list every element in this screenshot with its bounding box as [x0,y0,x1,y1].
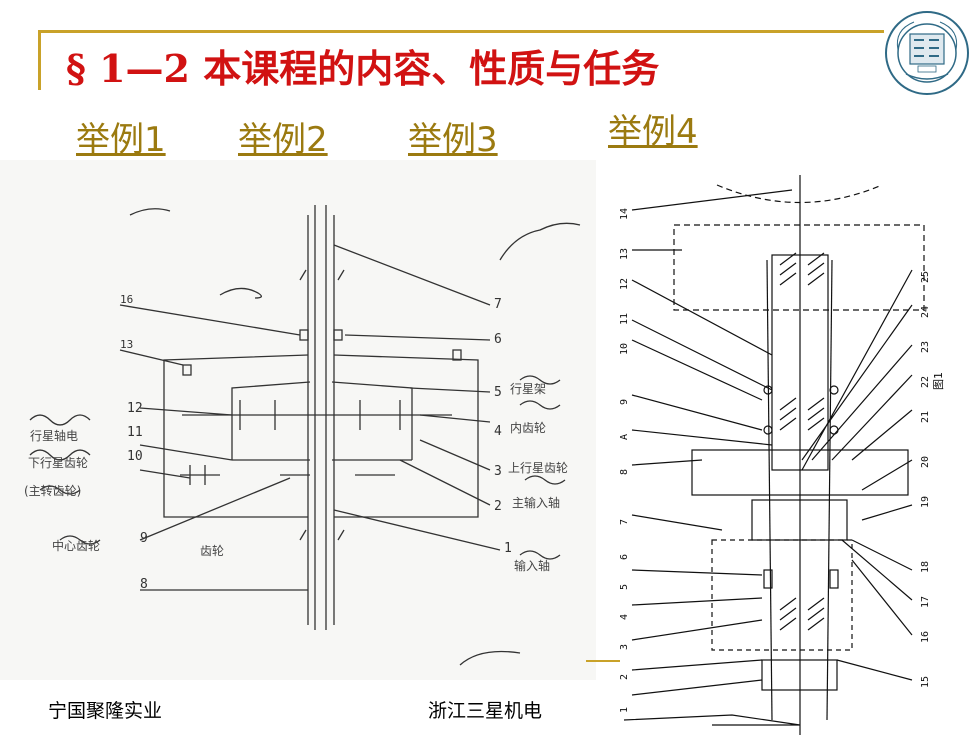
schematic-label-23: 23 [920,341,931,353]
schematic-label-15: 15 [920,676,931,688]
university-seal-logo [885,11,969,95]
schematic-label-13: 13 [619,248,630,260]
sketch-note-upper-planet: 上行星齿轮 [508,461,568,475]
sketch-note-sun-gear: 中心齿轮 [52,538,100,553]
sketch-label-1: 1 [504,541,512,556]
schematic-label-22: 22 [920,376,931,388]
footer-left-text: 宁国聚隆实业 [48,700,163,722]
footer-accent-line [586,660,620,662]
sketch-label-5: 5 [494,385,502,400]
sketch-label-16: 16 [120,293,133,306]
schematic-label-17: 17 [920,596,931,608]
schematic-label-2: 2 [619,674,630,680]
example-3-link[interactable]: 举例3 [408,120,498,160]
sketch-note-main-gear: (主转齿轮) [24,483,81,498]
sketch-label-13: 13 [120,338,133,351]
schematic-label-7: 7 [619,519,630,525]
accent-rule-horizontal [38,30,884,33]
gearbox-schematic-drawing: 14 13 12 11 10 9 A 8 7 6 5 4 3 2 1 25 24… [612,160,946,735]
sketch-note-lower-planet: 下行星齿轮 [28,456,88,470]
sketch-label-11: 11 [127,425,143,440]
schematic-label-18: 18 [920,561,931,573]
schematic-label-24: 24 [920,306,931,318]
sketch-label-2: 2 [494,499,502,514]
schematic-label-a: A [619,434,630,440]
sketch-note-ring-gear: 内齿轮 [510,421,546,435]
schematic-label-4: 4 [619,614,630,620]
sketch-label-4: 4 [494,424,502,439]
schematic-label-10: 10 [619,343,630,355]
sketch-note-planet-axle: 行星轴电 [30,428,78,443]
schematic-label-11: 11 [619,313,630,325]
footer-right-text: 浙江三星机电 [428,700,543,722]
example-2-link[interactable]: 举例2 [238,120,328,160]
schematic-figure-label: 图1 [932,372,945,390]
slide-title: § 1—2 本课程的内容、性质与任务 [66,46,660,91]
sketch-note-input-shaft: 输入轴 [514,558,550,573]
schematic-label-8: 8 [619,469,630,475]
schematic-label-6: 6 [619,554,630,560]
example-4-link[interactable]: 举例4 [608,112,698,152]
schematic-label-9: 9 [619,399,630,405]
sketch-label-10: 10 [127,449,143,464]
sketch-label-6: 6 [494,332,502,347]
sketch-label-3: 3 [494,464,502,479]
schematic-label-21: 21 [920,411,931,423]
accent-rule-vertical [38,30,41,90]
sketch-label-7: 7 [494,297,502,312]
schematic-label-25: 25 [920,271,931,283]
example-1-link[interactable]: 举例1 [76,120,166,160]
sketch-label-12: 12 [127,401,143,416]
schematic-label-16: 16 [920,631,931,643]
schematic-label-1: 1 [619,707,630,713]
schematic-label-5: 5 [619,584,630,590]
sketch-note-gear: 齿轮 [200,544,224,558]
sketch-note-carrier: 行星架 [510,382,546,396]
schematic-label-19: 19 [920,496,931,508]
gearbox-sketch-drawing: 16 13 12 11 10 9 8 7 6 5 4 3 2 1 行星架 内齿轮… [0,160,596,680]
schematic-label-14: 14 [619,208,630,220]
schematic-label-3: 3 [619,644,630,650]
sketch-label-9: 9 [140,531,148,546]
schematic-label-12: 12 [619,278,630,290]
sketch-label-8: 8 [140,577,148,592]
sketch-note-main-input: 主输入轴 [512,495,560,510]
schematic-label-20: 20 [920,456,931,468]
